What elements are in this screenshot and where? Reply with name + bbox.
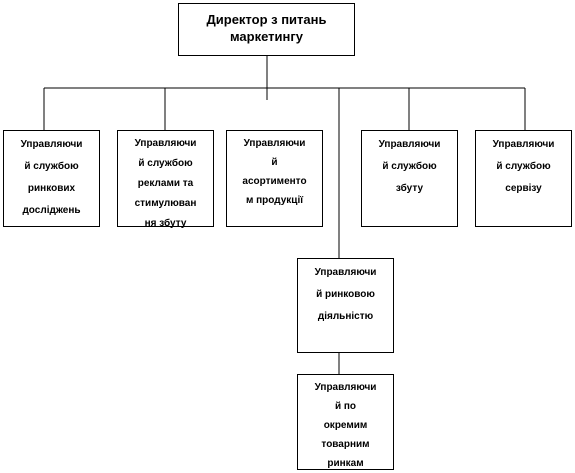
node-market: Управляючи й ринковою діяльністю <box>297 258 394 353</box>
node-service: Управляючи й службою сервізу <box>475 130 572 227</box>
node-markets: Управляючи й по окремим товарним ринкам <box>297 374 394 470</box>
node-assortment: Управляючи й асортименто м продукції <box>226 130 323 227</box>
node-advertising: Управляючи й службою реклами та стимулюв… <box>117 130 214 229</box>
node-sales: Управляючи й службою збуту <box>361 130 458 227</box>
node-research: Управляючи й службою ринкових досліджень <box>3 130 100 227</box>
node-director: Директор з питань маркетингу <box>178 3 355 56</box>
